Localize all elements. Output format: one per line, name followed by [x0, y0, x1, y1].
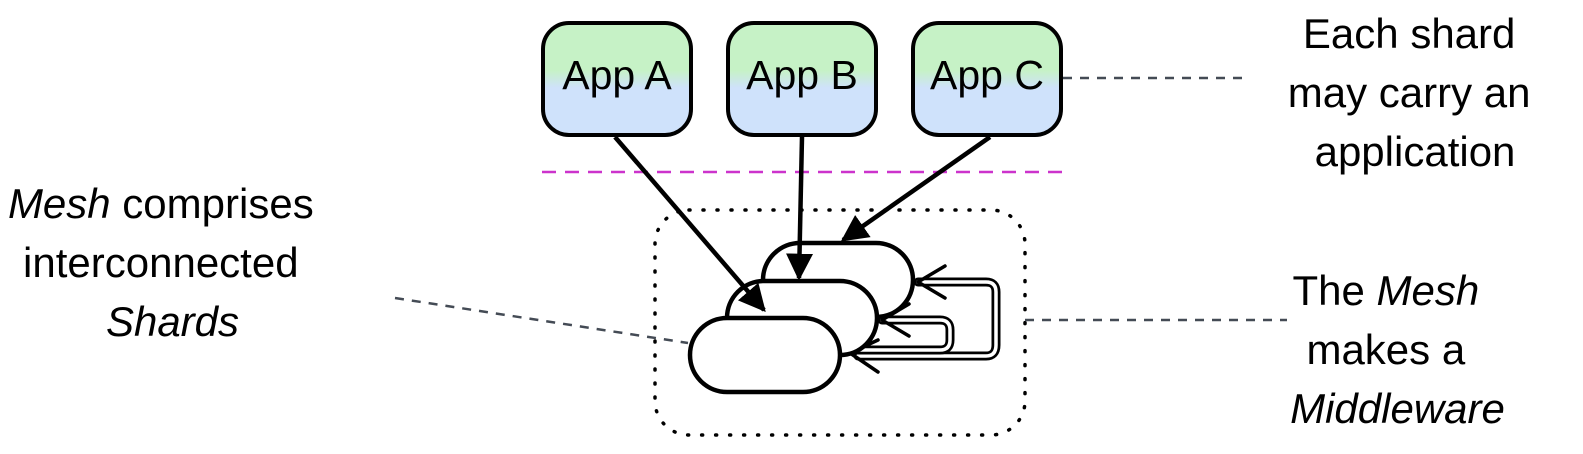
annotation-shard-app-line1: Each shard — [1303, 10, 1515, 57]
annotation-mesh-middleware-line2: makes a — [1306, 326, 1465, 373]
app-c-box — [911, 21, 1063, 137]
mesh-boundary — [653, 208, 1027, 437]
annotation-mesh-middleware-pre: The — [1292, 267, 1376, 314]
app-a-label: App A — [562, 52, 672, 98]
app-b: App B — [726, 21, 878, 137]
arrow-app-b-to-shard — [786, 136, 814, 281]
app-c-label: App C — [930, 52, 1044, 98]
app-a: App A — [541, 21, 693, 137]
annotation-shard-app-line3: application — [1315, 128, 1516, 175]
annotation-shard-app: Each shard may carry an application — [1288, 10, 1542, 175]
annotation-mesh-shards-line1: comprises — [111, 180, 314, 227]
annotation-mesh-shards-em: Mesh — [8, 180, 111, 227]
arrow-app-c-to-shard — [840, 135, 992, 242]
annotation-mesh-middleware-line3: Middleware — [1290, 385, 1505, 432]
app-a-box — [541, 21, 693, 137]
arrow-app-a-to-shard — [613, 135, 766, 313]
annotation-mesh-middleware-em: Mesh — [1376, 267, 1479, 314]
leader-shards-annotation — [394, 296, 689, 345]
annotation-mesh-shards: Mesh comprises interconnected Shards — [0, 0, 372, 345]
annotation-mesh-shards-line2: interconnected — [23, 239, 299, 286]
annotation-mesh-shards-line3: Shards — [106, 298, 239, 345]
shard-bottom — [687, 315, 843, 395]
app-b-box — [726, 21, 878, 137]
interconnect-arrowhead-top — [916, 264, 947, 300]
annotation-mesh-middleware: The Mesh makes a Middleware — [1290, 267, 1505, 432]
annotation-shard-app-line2: may carry an — [1288, 69, 1531, 116]
app-b-label: App B — [746, 52, 858, 98]
shard-interconnects — [848, 264, 1001, 374]
app-c: App C — [911, 21, 1063, 137]
